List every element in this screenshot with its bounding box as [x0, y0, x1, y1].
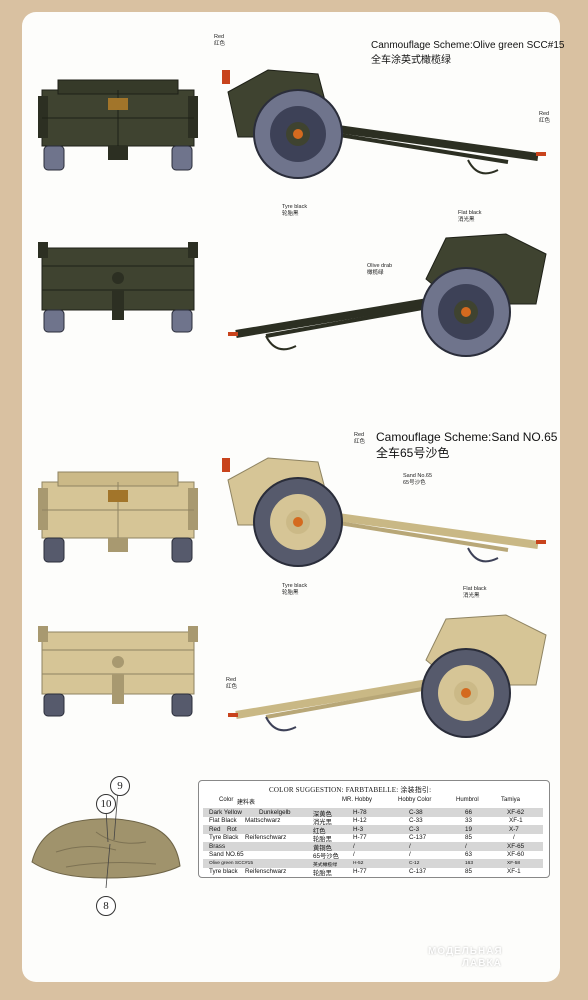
table-title: COLOR SUGGESTION: FARBTABELLE: 涂装指引: [269, 786, 432, 794]
olive-side-view-upper [222, 69, 546, 179]
watermark-line1: МОДЕЛЬНАЯ [428, 946, 503, 957]
header-mr-hobby: MR. Hobby [342, 797, 373, 803]
callout-9: 9 [110, 776, 130, 796]
color-suggestion-table: COLOR SUGGESTION: FARBTABELLE: 涂装指引: Col… [198, 780, 550, 878]
scheme2-title-en: Camouflage Scheme:Sand NO.65 [376, 430, 558, 444]
header-color-zh: 建料表 [237, 800, 256, 806]
sand-side-view-upper [222, 457, 546, 567]
header-hobby-color: Hobby Color [398, 797, 432, 803]
scheme2-title-zh: 全车65号沙色 [376, 446, 450, 460]
sand-front-view-lower [38, 626, 198, 717]
callout-lines [105, 789, 119, 889]
scheme1-title-zh: 全车涂英式橄榄绿 [371, 55, 451, 66]
scheme2-title: Camouflage Scheme:Sand NO.65 全车65号沙色 [376, 430, 557, 461]
olive-front-view-lower [38, 242, 198, 333]
watermark-line2: ЛАВКА [462, 958, 502, 969]
header-humbrol: Humbrol [456, 797, 479, 803]
header-tamiya: Tamiya [501, 797, 521, 803]
olive-side-view-lower [228, 233, 547, 357]
table-header: Color 建料表 MR. Hobby Hobby Color Humbrol … [199, 797, 549, 807]
scheme1-title: Canmouflage Scheme:Olive green SCC#15 全车… [371, 40, 564, 66]
scheme1-title-en: Canmouflage Scheme:Olive green SCC#15 [371, 40, 565, 51]
callout-10: 10 [96, 794, 116, 814]
sand-front-view-upper [38, 471, 198, 563]
callout-8: 8 [96, 896, 116, 916]
header-color: Color [219, 797, 234, 803]
sand-side-view-lower [228, 614, 547, 738]
olive-front-view-upper [38, 79, 198, 171]
watermark-logo: МОДЕЛЬНАЯ ЛАВКА [428, 946, 503, 970]
